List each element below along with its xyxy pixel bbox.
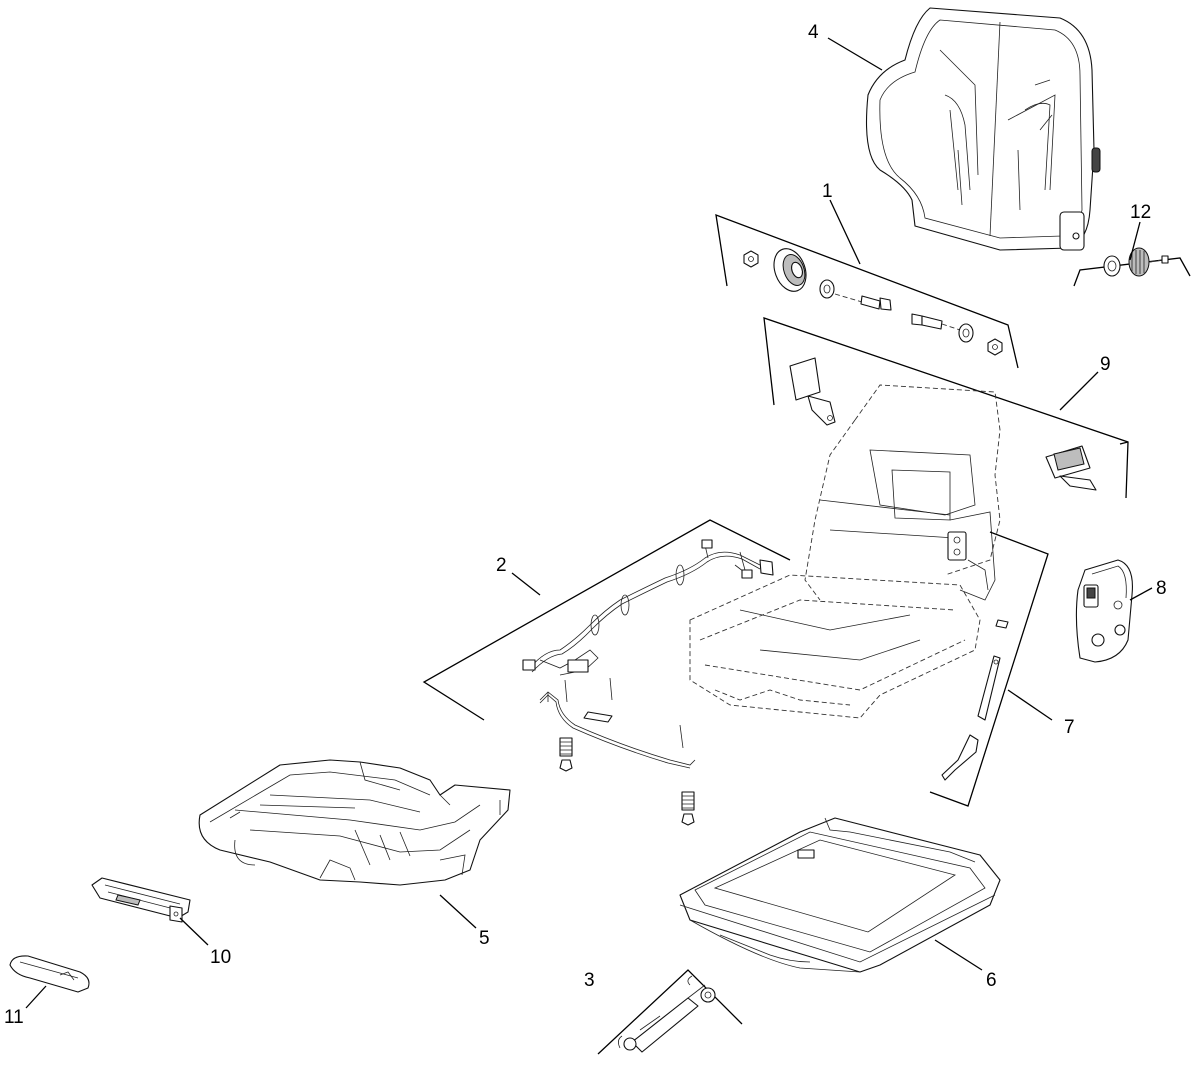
callout-labels: 1 2 3 4 5 6 7 8 9 10 11 12 (4, 22, 1167, 1028)
nut-left (743, 250, 759, 268)
callout-7: 7 (1064, 717, 1075, 738)
callout-12: 12 (1130, 202, 1151, 223)
nut-right (987, 338, 1003, 356)
callout-8: 8 (1156, 578, 1167, 599)
seat-cushion-part (198, 759, 511, 886)
hardware-kit-part (715, 213, 1019, 369)
callout-5: 5 (479, 928, 490, 949)
knob-kit-part (1073, 247, 1191, 287)
handle-part (9, 955, 90, 993)
left-belt-buckle (789, 357, 836, 426)
slide-rail-part (91, 877, 191, 923)
seat-pan-part (679, 817, 1001, 973)
callout-4: 4 (808, 22, 819, 43)
side-cover-part (1075, 559, 1133, 663)
seat-frame-part (689, 317, 1129, 719)
callout-9: 9 (1100, 354, 1111, 375)
bolt-1 (834, 293, 892, 311)
wire-harness-part (422, 519, 791, 826)
right-belt-buckle (1045, 445, 1097, 491)
callout-3: 3 (584, 970, 595, 991)
leader-lines (25, 37, 1153, 1009)
callout-1: 1 (822, 181, 833, 202)
toothed-gear (773, 248, 807, 292)
callout-10: 10 (210, 947, 231, 968)
callout-2: 2 (496, 555, 507, 576)
lever-kit-part (929, 531, 1049, 807)
callout-6: 6 (986, 970, 997, 991)
gas-strut-part (597, 969, 743, 1055)
spring-right (681, 791, 695, 826)
washer-2 (958, 323, 974, 343)
spring-left (559, 737, 573, 772)
callout-11: 11 (4, 1007, 24, 1028)
washer-1 (819, 279, 835, 299)
bolt-2 (911, 313, 961, 331)
backrest-cushion-part (866, 7, 1101, 251)
